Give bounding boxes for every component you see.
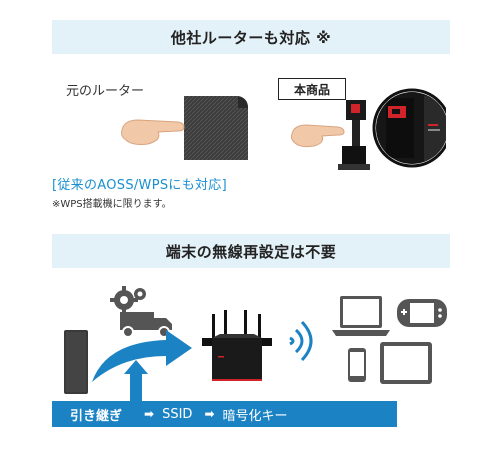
new-router-small-image — [202, 310, 272, 381]
bottom-banner-title: 端末の無線再設定は不要 — [165, 242, 337, 261]
flow-step-encryption-key: 暗号化キー — [222, 408, 288, 424]
game-console-icon — [397, 299, 447, 327]
pointing-hand-icon-2 — [290, 124, 345, 148]
smartphone-icon — [348, 348, 366, 382]
transfer-flow-bar: 引き継ぎ ➡ SSID ➡ 暗号化キー — [52, 401, 397, 427]
arrow-right-icon: ➡ — [144, 407, 155, 421]
note-text: ※WPS搭載機に限ります。 — [52, 199, 172, 210]
new-product-label: 本商品 — [278, 78, 346, 100]
new-router-image — [338, 88, 446, 170]
truck-gear-icon — [110, 286, 172, 338]
pointing-hand-icon — [121, 119, 185, 145]
flow-step-ssid: SSID — [162, 406, 193, 422]
wifi-signal-icon — [289, 320, 313, 362]
old-router-label: 元のルーター — [66, 84, 145, 99]
top-banner: 他社ルーターも対応 ※ — [52, 20, 450, 54]
tablet-icon — [380, 342, 432, 384]
bottom-banner: 端末の無線再設定は不要 — [52, 234, 450, 268]
top-banner-title: 他社ルーターも対応 ※ — [170, 28, 332, 47]
flow-step-transfer: 引き継ぎ — [70, 408, 123, 424]
transfer-arrow-icon — [92, 330, 192, 402]
laptop-icon — [332, 296, 390, 336]
old-router-image — [184, 96, 248, 160]
old-router-small-image — [64, 330, 88, 394]
compat-text: [従来のAOSS/WPSにも対応] — [52, 178, 227, 193]
arrow-right-icon-2: ➡ — [204, 407, 215, 421]
